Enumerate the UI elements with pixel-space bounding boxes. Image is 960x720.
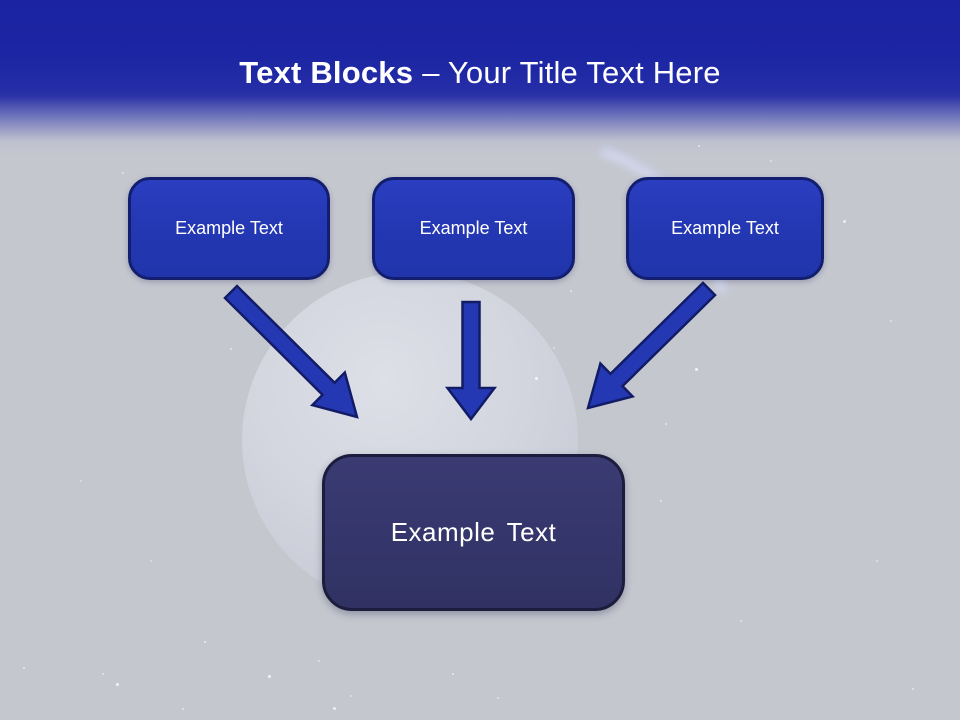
star-dot — [350, 695, 352, 697]
text-block-2[interactable]: Example Text — [372, 177, 575, 280]
star-dot — [80, 480, 82, 482]
star-dot — [116, 683, 119, 686]
star-dot — [23, 667, 25, 669]
text-block-3-label: Example Text — [671, 218, 779, 238]
star-dot — [230, 348, 232, 350]
header-gradient-band — [0, 0, 960, 160]
star-dot — [318, 660, 320, 662]
star-dot — [843, 220, 846, 223]
star-dot — [553, 347, 555, 349]
star-dot — [182, 708, 184, 710]
star-dot — [204, 641, 206, 643]
text-block-1-label: Example Text — [175, 218, 283, 238]
star-dot — [150, 560, 152, 562]
star-dot — [570, 290, 572, 292]
target-text-block[interactable]: Example Text — [322, 454, 625, 611]
star-dot — [660, 500, 662, 502]
arrow-left-down-right[interactable] — [223, 284, 359, 419]
star-dot — [102, 673, 104, 675]
star-dot — [122, 172, 124, 174]
star-dot — [698, 145, 700, 147]
star-dot — [695, 368, 698, 371]
text-block-1[interactable]: Example Text — [128, 177, 330, 280]
star-dot — [497, 697, 499, 699]
star-dot — [890, 320, 892, 322]
text-block-2-label: Example Text — [419, 218, 528, 238]
arrow-middle-down[interactable] — [444, 300, 498, 422]
star-dot — [452, 673, 454, 675]
text-block-3[interactable]: Example Text — [626, 177, 824, 280]
star-dot — [333, 707, 336, 710]
star-dot — [665, 423, 667, 425]
star-dot — [268, 675, 271, 678]
star-dot — [535, 377, 538, 380]
star-dot — [876, 560, 878, 562]
star-dot — [912, 688, 914, 690]
slide-title-bold: Text Blocks — [239, 55, 414, 90]
star-dot — [740, 620, 742, 622]
star-dot — [770, 160, 772, 162]
arrow-right-down-left[interactable] — [586, 281, 717, 410]
slide-title[interactable]: Text Blocks– Your Title Text Here — [0, 54, 960, 92]
target-text-block-label: Example Text — [390, 517, 557, 547]
slide-title-rest: – Your Title Text Here — [422, 55, 721, 90]
